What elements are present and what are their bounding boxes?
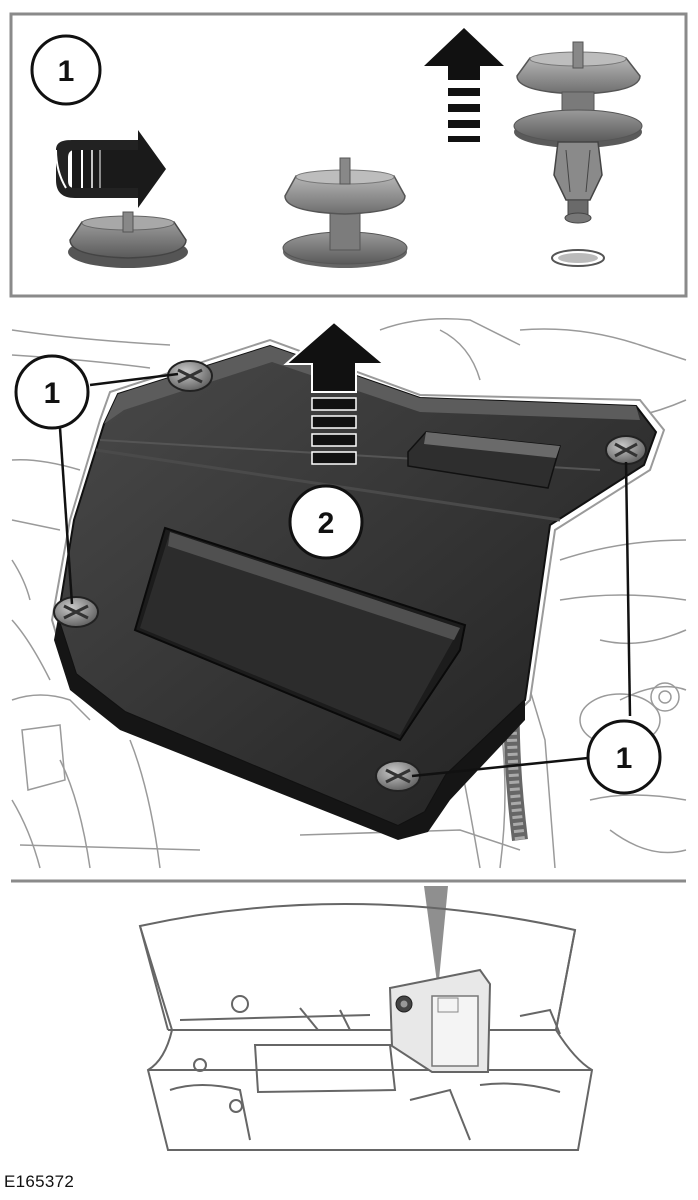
fastener-top-left (167, 360, 213, 392)
callout-fastener-right: 1 (586, 719, 662, 795)
fastener-right (605, 435, 647, 465)
callout-lift-direction: 2 (288, 484, 364, 560)
callout-label: 1 (616, 742, 633, 775)
vehicle-locator-view (138, 886, 594, 1151)
fastener-raised-icon (282, 157, 408, 268)
fastener-removed-icon (513, 41, 643, 267)
engine-cover (54, 344, 658, 840)
leader-lines (58, 372, 632, 778)
reference-id: E165372 (4, 1172, 75, 1191)
fastener-left (53, 596, 99, 628)
fastener-flat-icon (68, 211, 188, 268)
fastener-bottom-right (375, 760, 421, 792)
locator-pointer-icon (424, 886, 448, 990)
callout-fastener-top-left: 1 (14, 354, 90, 430)
lift-arrow-icon (283, 320, 387, 465)
rotate-arrow-icon (55, 130, 166, 208)
callout-label: 1 (44, 377, 61, 410)
highlighted-cover-area (388, 968, 492, 1073)
callout-label: 2 (318, 507, 335, 540)
engine-bay-scene: 1 1 2 (11, 318, 687, 869)
callout-panel-1: 1 (30, 34, 102, 106)
callout-label: 1 (58, 55, 75, 88)
fastener-steps-panel: 1 (9, 12, 688, 298)
up-arrow-icon (424, 28, 504, 142)
